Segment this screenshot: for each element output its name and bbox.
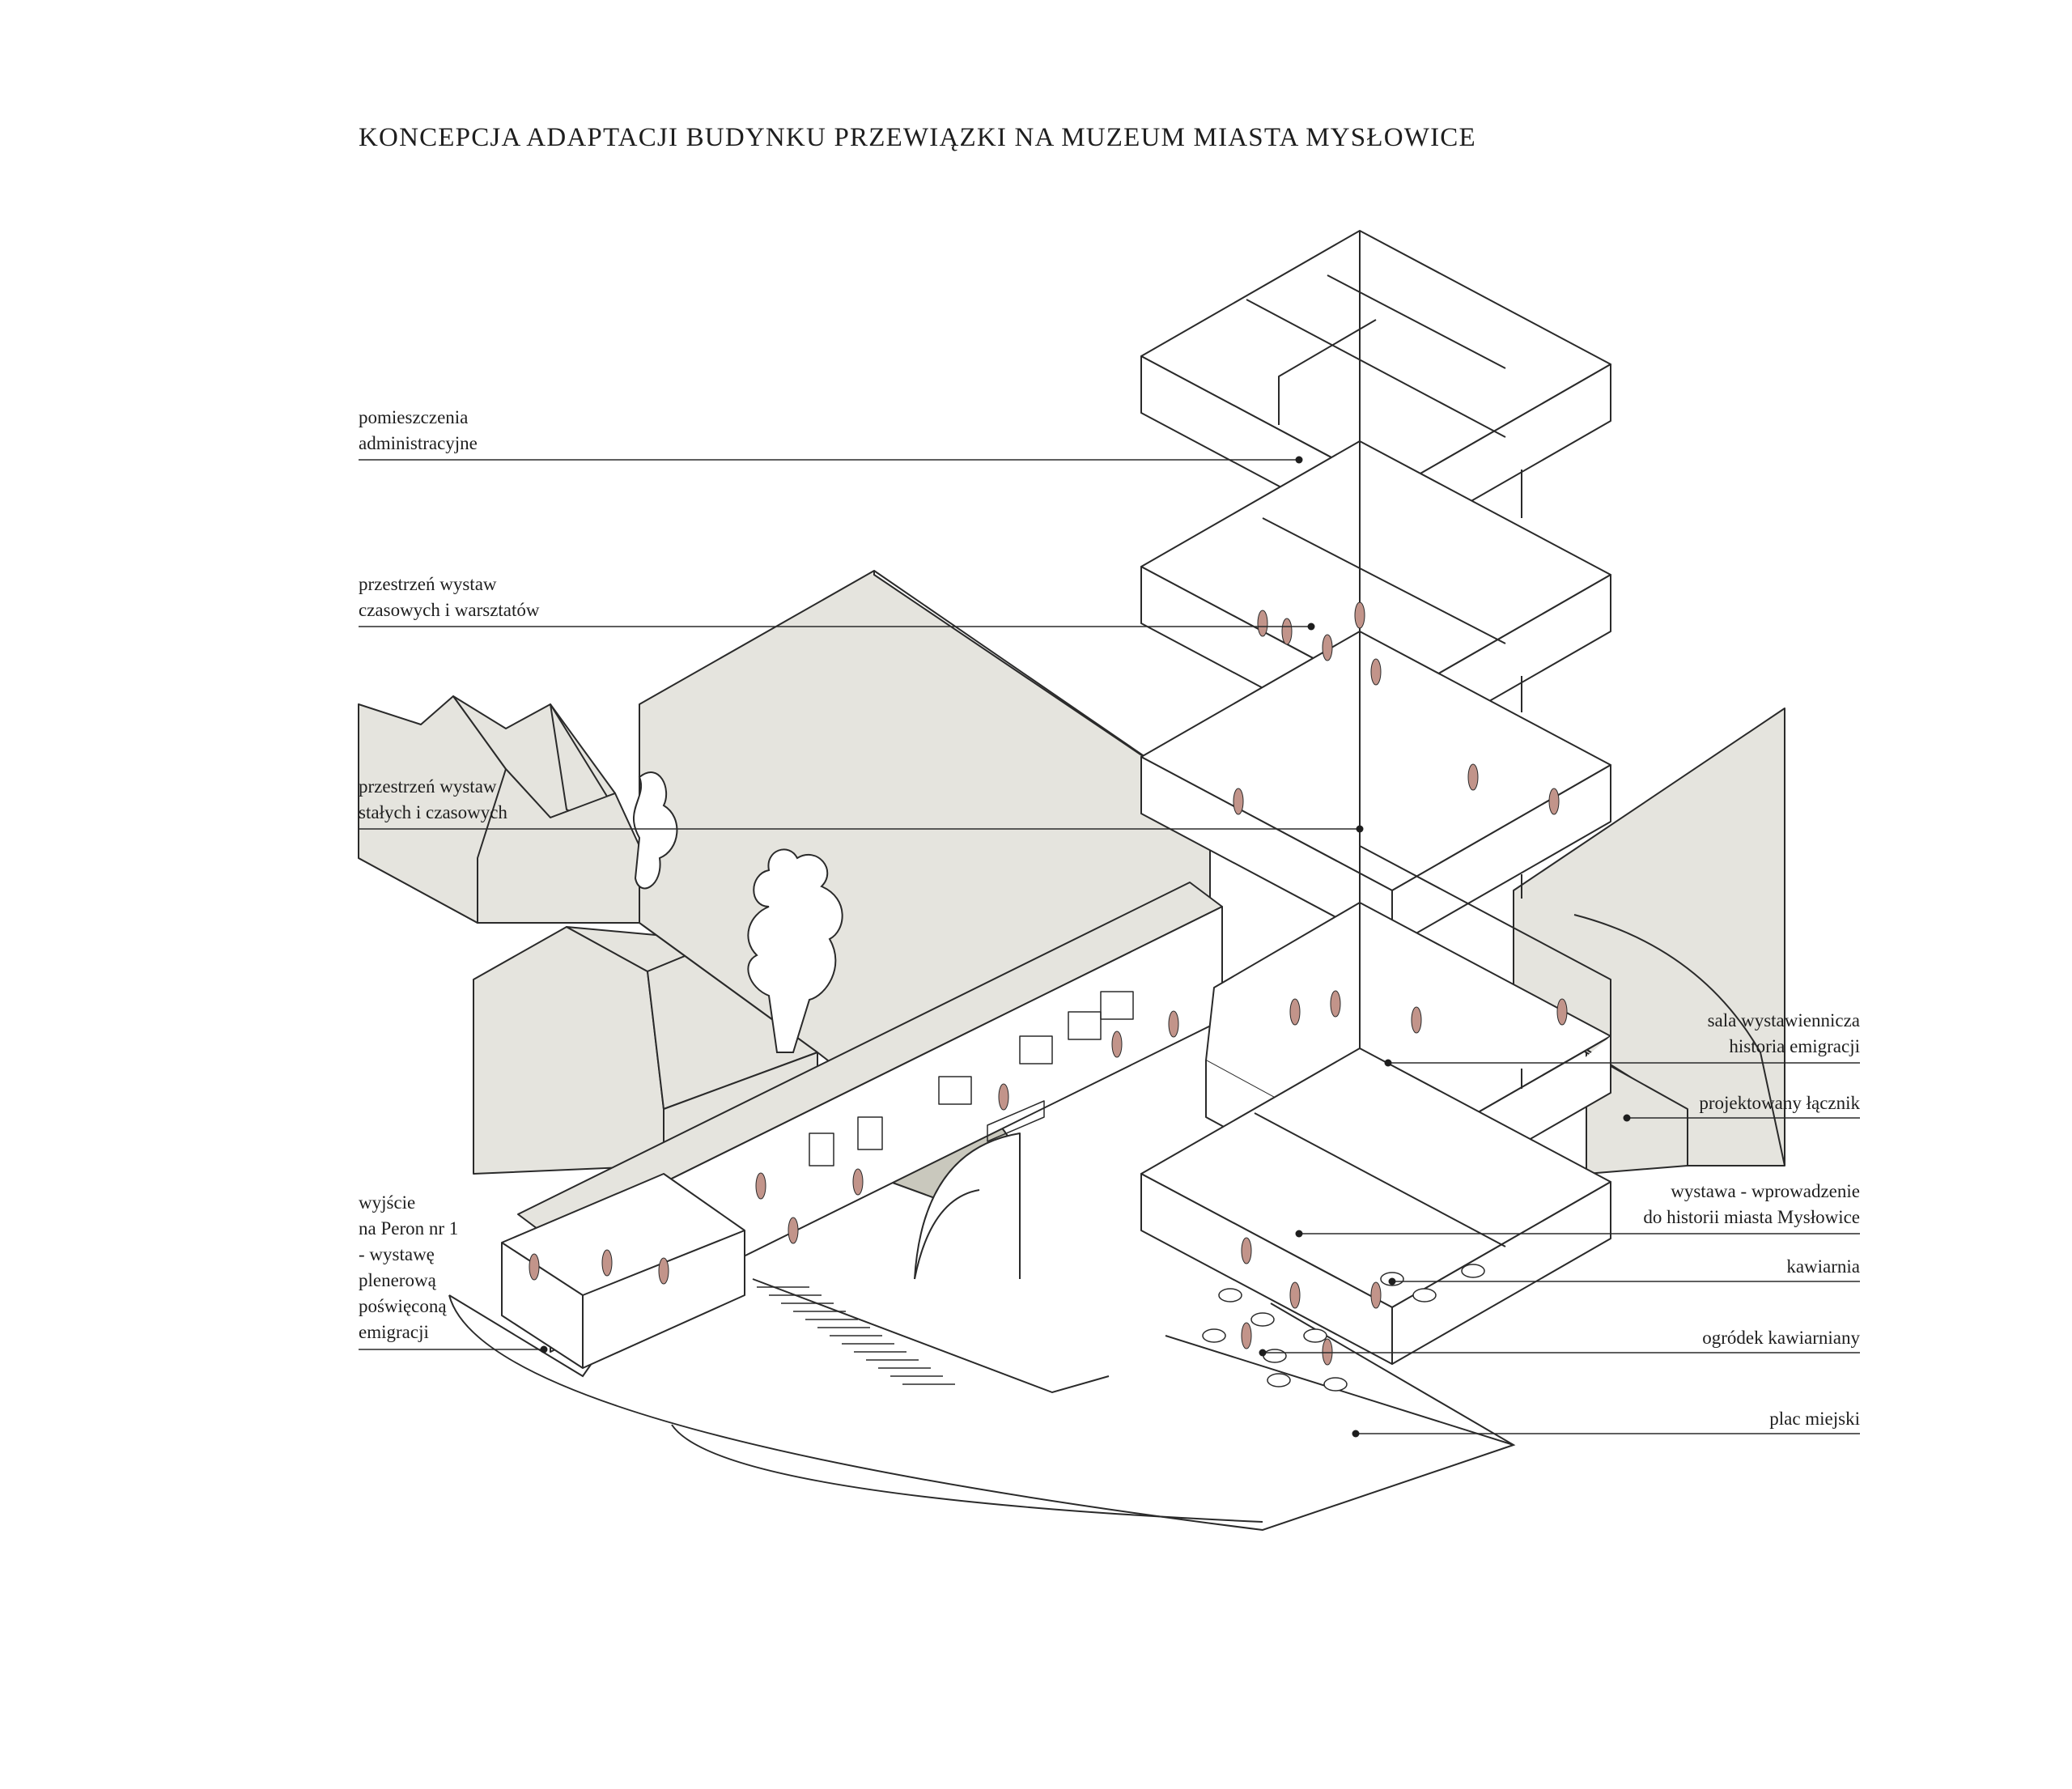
label-line: historia emigracji <box>1729 1036 1860 1056</box>
cafe-tables <box>1202 1264 1485 1392</box>
drawing-title: KONCEPCJA ADAPTACJI BUDYNKU PRZEWIĄZKI N… <box>359 123 1476 152</box>
label-platform-exit: wyjście na Peron nr 1 - wystawę plenerow… <box>359 1190 458 1345</box>
label-line: plenerową <box>359 1270 436 1290</box>
label-line: plac miejski <box>1769 1409 1860 1429</box>
gallery-connector <box>501 882 1223 1369</box>
label-line: wyjście <box>359 1192 416 1213</box>
label-line: emigracji <box>359 1322 429 1342</box>
label-line: stałych i czasowych <box>359 802 507 822</box>
label-line: kawiarnia <box>1786 1256 1860 1277</box>
label-line: pomieszczenia <box>359 407 469 427</box>
label-cafe-garden: ogródek kawiarniany <box>1702 1325 1860 1351</box>
label-line: ogródek kawiarniany <box>1702 1328 1860 1348</box>
tower-floors <box>1140 230 1611 1365</box>
label-line: czasowych i warsztatów <box>359 600 540 620</box>
label-emigration-hall: sala wystawiennicza historia emigracji <box>1708 1008 1860 1060</box>
leader-lines <box>359 456 1860 1438</box>
label-line: sala wystawiennicza <box>1707 1010 1860 1030</box>
label-city-introduction: wystawa - wprowadzenie do historii miast… <box>1643 1179 1860 1230</box>
label-connector: projektowany łącznik <box>1699 1090 1860 1116</box>
trees <box>632 771 843 1053</box>
label-line: przestrzeń wystaw <box>359 776 497 797</box>
label-temporary-workshops: przestrzeń wystaw czasowych i warsztatów <box>359 572 540 623</box>
label-line: - wystawę <box>359 1244 435 1264</box>
label-line: przestrzeń wystaw <box>359 574 497 594</box>
label-permanent-exhibitions: przestrzeń wystaw stałych i czasowych <box>359 774 507 826</box>
label-line: wystawa - wprowadzenie <box>1671 1181 1860 1201</box>
label-line: na Peron nr 1 <box>359 1218 459 1239</box>
label-line: administracyjne <box>359 433 478 453</box>
label-administration: pomieszczenia administracyjne <box>359 405 478 457</box>
label-line: do historii miasta Mysłowice <box>1643 1207 1860 1227</box>
people-figures <box>529 601 1568 1366</box>
label-line: projektowany łącznik <box>1699 1093 1860 1113</box>
label-city-square: plac miejski <box>1769 1406 1860 1432</box>
label-cafe: kawiarnia <box>1786 1254 1860 1280</box>
label-line: poświęconą <box>359 1296 447 1316</box>
